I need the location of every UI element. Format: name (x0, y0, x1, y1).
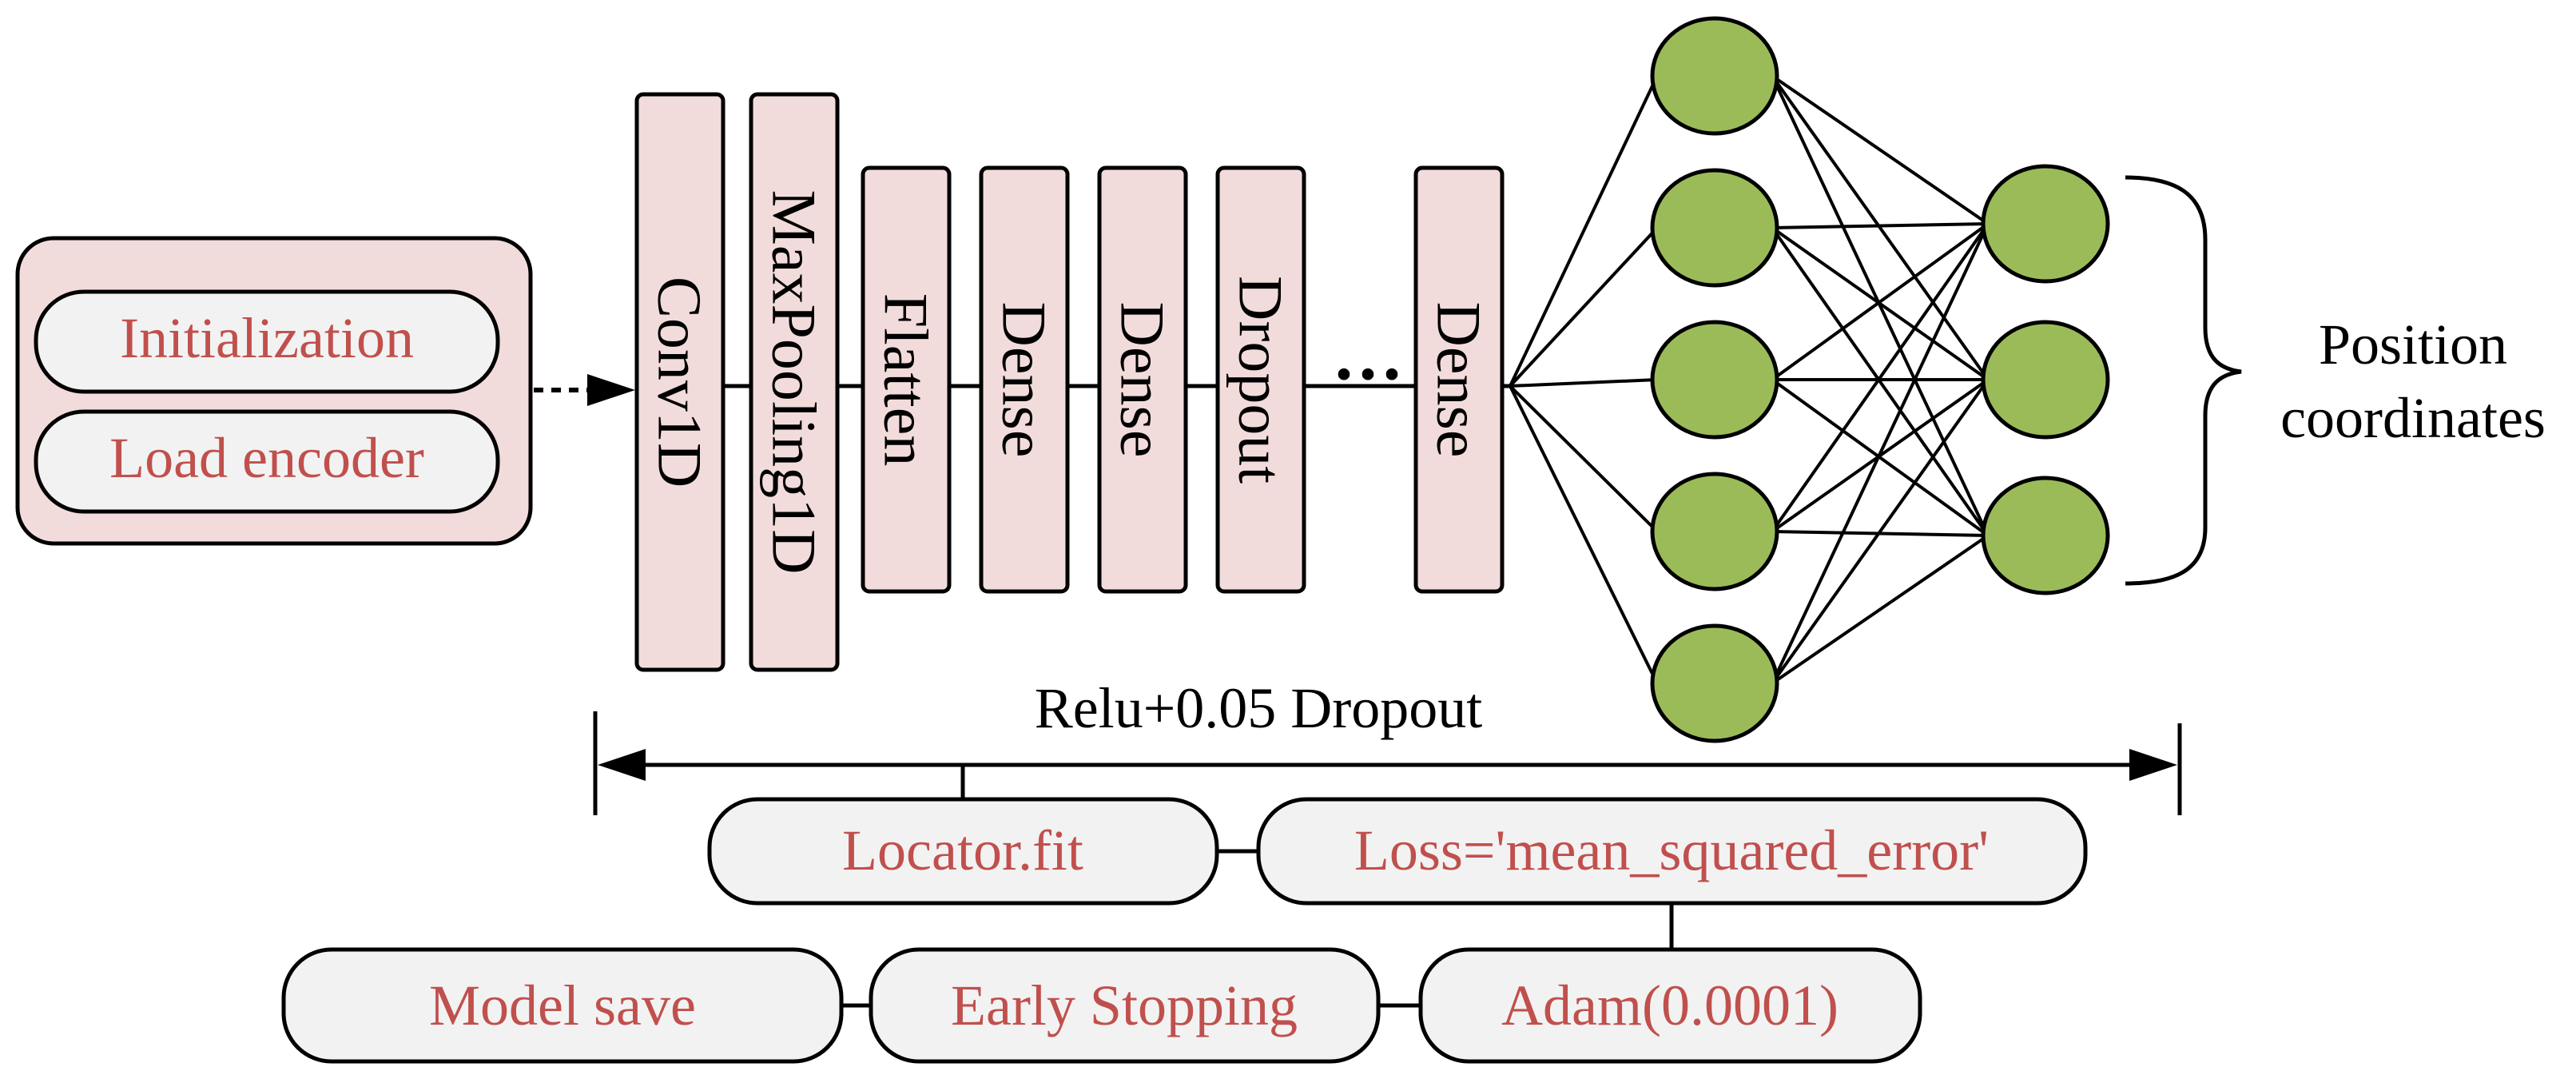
layer-dense-last: Dense (1413, 165, 1505, 594)
input-edge (1509, 385, 1659, 684)
layer-label: Conv1D (646, 277, 715, 488)
model-save-label: Model save (429, 974, 696, 1037)
locator-fit-label: Locator.fit (842, 818, 1083, 882)
hidden-output-edge (1771, 222, 1990, 533)
network-neurons (1650, 16, 2110, 743)
ellipsis: ··· (1332, 335, 1404, 414)
hidden-output-edge (1771, 226, 1990, 381)
output-label-line2: coordinates (2280, 386, 2546, 450)
hidden-output-edge (1771, 74, 1990, 381)
initialization-label: Initialization (120, 306, 414, 370)
hidden-output-edge (1771, 222, 1989, 229)
adam-label: Adam(0.0001) (1501, 974, 1839, 1037)
early-stopping-label: Early Stopping (951, 974, 1298, 1037)
hidden-neuron (1650, 320, 1779, 440)
layer-label: Dense (1425, 302, 1494, 458)
loss-label: Loss='mean_squared_error' (1354, 818, 1989, 882)
layer-label: MaxPooling1D (760, 189, 829, 574)
span-label: Relu+0.05 Dropout (1035, 676, 1483, 740)
input-edge (1509, 378, 1658, 388)
hidden-output-edge (1771, 534, 1990, 685)
load-encoder-label: Load encoder (109, 426, 424, 490)
input-edge (1509, 226, 1659, 388)
hidden-neuron (1650, 623, 1779, 743)
layer-flatten: Flatten (861, 165, 952, 594)
output-neuron (1981, 476, 2110, 595)
hidden-neuron (1650, 168, 1779, 288)
load-encoder-pill (34, 409, 500, 514)
input-arrow-head (587, 374, 635, 406)
input-edge (1509, 384, 1659, 533)
hidden-output-edge (1771, 74, 1990, 225)
hidden-output-edge (1771, 378, 1990, 685)
layer-conv1d: Conv1D (634, 92, 725, 672)
hidden-output-edge (1771, 378, 1990, 537)
output-label-line1: Position (2319, 313, 2507, 376)
layer-dense-1: Dense (979, 165, 1070, 594)
output-brace (2125, 175, 2242, 586)
layer-maxpooling1d: MaxPooling1D (749, 92, 840, 672)
initialization-pill (34, 289, 500, 394)
input-edge (1509, 75, 1659, 387)
span-arrow-right-head (2129, 749, 2177, 781)
span-arrow-left-head (598, 749, 646, 781)
output-neuron (1981, 164, 2110, 284)
layer-label: Dropout (1226, 276, 1296, 484)
layer-dense-2: Dense (1097, 165, 1188, 594)
network-edges (1509, 74, 1990, 685)
layer-label: Dense (990, 302, 1059, 458)
hidden-output-edge (1771, 223, 1990, 684)
hidden-output-edge (1771, 222, 1990, 381)
adam-pill (1418, 947, 1922, 1064)
output-neuron (1981, 320, 2110, 440)
hidden-neuron (1650, 472, 1779, 591)
layer-label: Flatten (872, 293, 941, 467)
hidden-output-edge (1771, 226, 1990, 537)
hidden-neuron (1650, 16, 1779, 136)
layer-dropout: Dropout (1215, 165, 1306, 594)
hidden-output-edge (1771, 75, 1990, 536)
layer-label: Dense (1108, 302, 1178, 458)
